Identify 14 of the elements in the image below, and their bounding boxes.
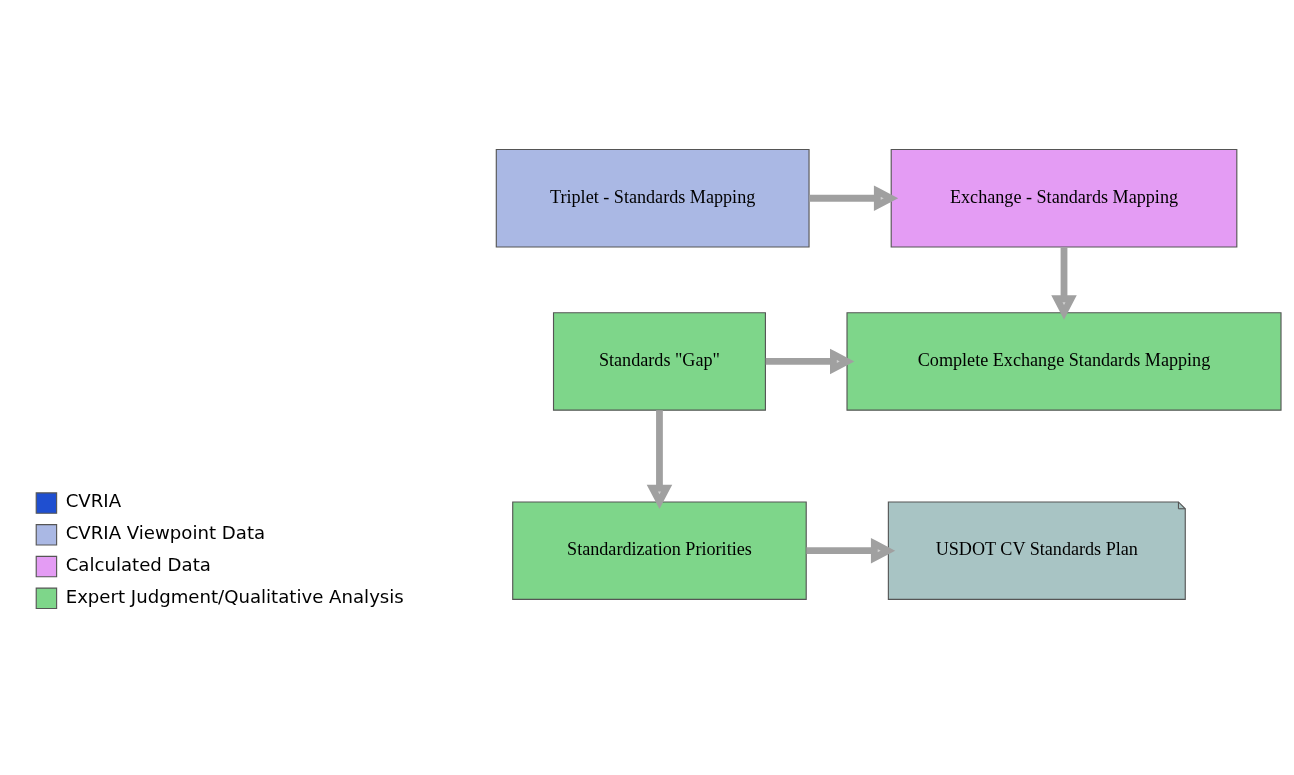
node-box: Standards "Gap" — [552, 312, 766, 411]
node-box: Complete Exchange Standards Mapping — [846, 312, 1282, 411]
node-box: Exchange - Standards Mapping — [890, 148, 1238, 248]
arrow — [806, 537, 896, 564]
arrow — [765, 348, 855, 375]
legend-label: Calculated Data — [65, 553, 211, 575]
legend-label: CVRIA Viewpoint Data — [65, 522, 266, 544]
node-box: Standardization Priorities — [512, 501, 807, 600]
node-box: Triplet - Standards Mapping — [495, 148, 810, 248]
arrow — [809, 185, 899, 212]
legend-label: CVRIA — [65, 490, 122, 512]
arrow — [646, 410, 673, 509]
legend-label: Expert Judgment/Qualitative Analysis — [65, 585, 404, 607]
arrow — [1051, 247, 1077, 320]
